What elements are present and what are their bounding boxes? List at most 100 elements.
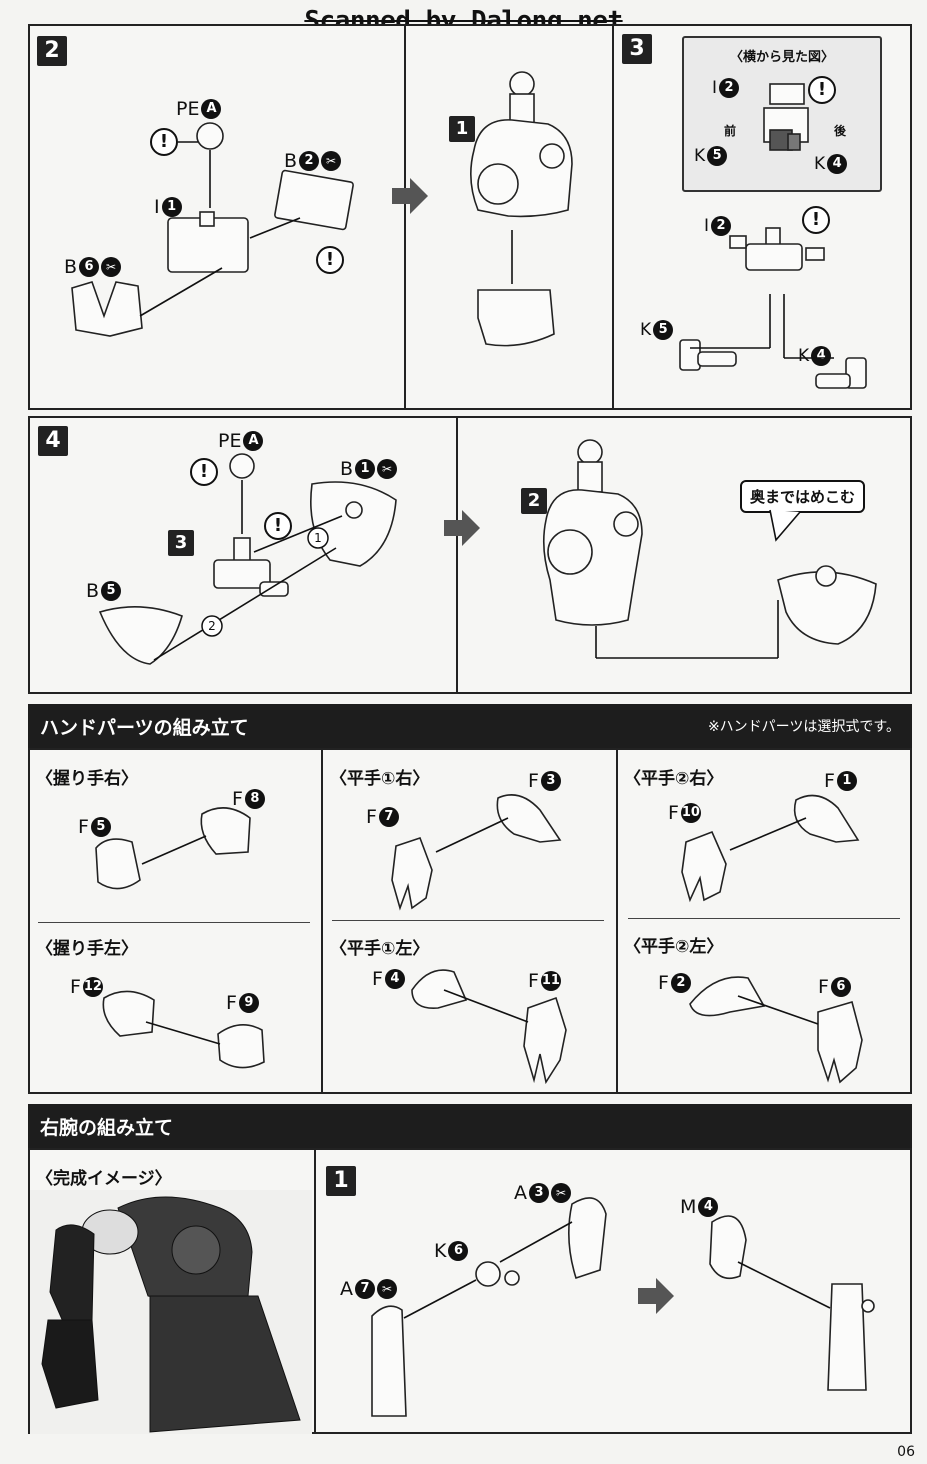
next-step-arrow xyxy=(392,178,428,214)
order-1-marker xyxy=(307,527,329,549)
step-3-number: 3 xyxy=(622,34,652,64)
warning-icon: ! xyxy=(802,206,830,234)
completed-arm-image xyxy=(30,1190,312,1434)
back-label: 後 xyxy=(834,124,847,138)
pe-joint-part-4 xyxy=(229,453,255,479)
hand-col-divider-1 xyxy=(321,748,323,1094)
hand-f2 xyxy=(689,976,766,1017)
part-k4-side xyxy=(787,133,801,151)
part-a3 xyxy=(568,1197,607,1280)
order-2-marker xyxy=(201,615,223,637)
hand-parts-header: ハンドパーツの組み立て ※ハンドパーツは選択式です。 xyxy=(28,704,912,748)
front-label: 前 xyxy=(724,124,737,138)
hand-row-divider-2 xyxy=(332,920,604,921)
part-a7 xyxy=(371,1305,407,1417)
flat-hand-1-right-title: 〈平手①右〉 xyxy=(330,769,430,789)
part-b6 xyxy=(71,281,143,337)
side-view-title: 〈横から見た図〉 xyxy=(730,50,835,65)
push-in-callout: 奥まではめこむ xyxy=(740,480,866,513)
warning-icon: ! xyxy=(264,512,292,540)
hand-f12 xyxy=(102,990,155,1037)
hand-col-divider-2 xyxy=(616,748,618,1094)
hand-row-divider-3 xyxy=(628,918,900,919)
gate-icon: ✂ xyxy=(377,1279,397,1299)
order-1-text: 1 xyxy=(314,531,322,545)
right-arm-header: 右腕の組み立て xyxy=(28,1104,912,1148)
hand-f10 xyxy=(681,830,727,903)
hand-f6 xyxy=(817,1001,863,1084)
hand-row-divider-1 xyxy=(38,922,310,923)
hand-f7 xyxy=(391,836,433,911)
upper-arm-assembly xyxy=(827,1283,867,1391)
hand-f1 xyxy=(793,794,860,843)
gate-icon: ✂ xyxy=(101,257,122,277)
warning-icon: ! xyxy=(190,458,218,486)
gate-icon: ✂ xyxy=(321,151,342,171)
step-4-divider xyxy=(456,416,458,694)
flat-hand-2-left-title: 〈平手②左〉 xyxy=(624,937,724,957)
warning-icon: ! xyxy=(808,76,836,104)
pe-joint-part xyxy=(196,122,224,150)
step-4-number: 4 xyxy=(38,426,68,456)
part-m4 xyxy=(709,1215,747,1280)
flat-hand-1-left-title: 〈平手①左〉 xyxy=(330,939,430,959)
hand-parts-title: ハンドパーツの組み立て xyxy=(40,716,249,739)
hand-f8 xyxy=(200,807,251,855)
arm-col-divider xyxy=(314,1148,316,1434)
hand-parts-panel xyxy=(28,748,912,1094)
flat-hand-2-right-title: 〈平手②右〉 xyxy=(624,769,724,789)
next-step-arrow xyxy=(638,1278,674,1314)
torso-lower-part xyxy=(477,289,555,347)
hand-f9 xyxy=(217,1024,265,1069)
hand-f5 xyxy=(95,838,141,890)
order-2-text: 2 xyxy=(208,619,216,633)
next-step-arrow xyxy=(444,510,480,546)
gate-icon: ✂ xyxy=(551,1183,571,1203)
page-number: 06 xyxy=(897,1444,915,1460)
grip-hand-right-title: 〈握り手右〉 xyxy=(36,769,138,789)
part-b5 xyxy=(98,606,183,665)
part-k4 xyxy=(845,357,867,389)
part-b2 xyxy=(274,169,354,231)
hand-f3 xyxy=(496,794,562,843)
step-2-divider xyxy=(404,24,406,410)
sub-assembly-3-ref: 3 xyxy=(168,530,194,556)
completed-image-title: 〈完成イメージ〉 xyxy=(36,1169,172,1189)
hand-f11 xyxy=(523,996,567,1085)
right-arm-title: 右腕の組み立て xyxy=(40,1116,174,1139)
part-i2-side xyxy=(769,83,805,105)
warning-icon: ! xyxy=(316,246,344,274)
gate-icon: ✂ xyxy=(377,459,398,479)
part-k5 xyxy=(679,339,701,371)
grip-hand-left-title: 〈握り手左〉 xyxy=(36,939,138,959)
step-2-number: 2 xyxy=(37,36,67,66)
